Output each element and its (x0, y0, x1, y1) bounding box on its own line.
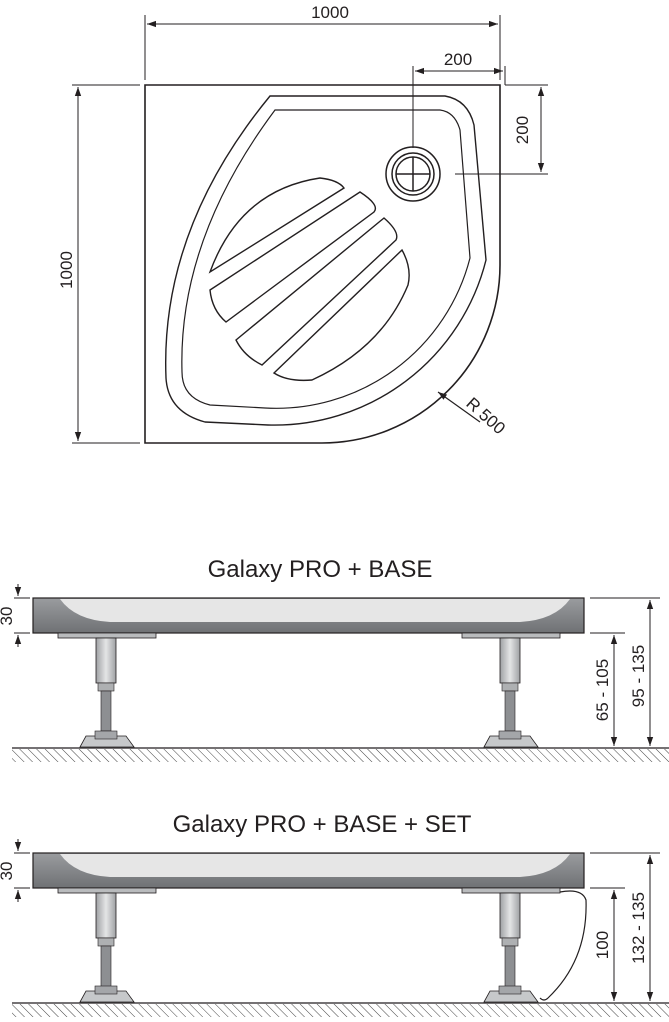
set-total-range: 132 - 135 (629, 892, 648, 964)
leg-right-set (483, 892, 539, 1003)
drain-icon (385, 146, 441, 202)
base-leg-range: 65 - 105 (593, 659, 612, 721)
tray-inner-rim-2 (181, 109, 471, 409)
dim-drain-y: 200 (513, 116, 532, 144)
set-tray-height: 30 (0, 862, 16, 881)
tray-outline (144, 84, 501, 444)
front-panel-clip (539, 890, 587, 1001)
dim-top-width: 1000 (311, 3, 349, 22)
ground-hatch (12, 749, 669, 762)
leg-left (79, 637, 135, 748)
tray-inner-rim (164, 95, 487, 426)
base-tray-height: 30 (0, 607, 16, 626)
dim-drain-x: 200 (444, 50, 472, 69)
section-set-title: Galaxy PRO + BASE + SET (173, 811, 472, 838)
plan-view (72, 15, 548, 444)
anti-slip-pattern (208, 177, 410, 382)
dim-left-height: 1000 (57, 251, 76, 289)
leg-right (483, 637, 539, 748)
dim-radius: R 500 (462, 394, 508, 438)
section-base-title: Galaxy PRO + BASE (208, 556, 433, 583)
section-set-view (12, 839, 669, 1017)
ground-hatch-set (12, 1004, 669, 1017)
section-base-view (12, 584, 669, 762)
set-leg-height: 100 (593, 931, 612, 959)
base-total-range: 95 - 135 (629, 645, 648, 707)
leg-left-set (79, 892, 135, 1003)
